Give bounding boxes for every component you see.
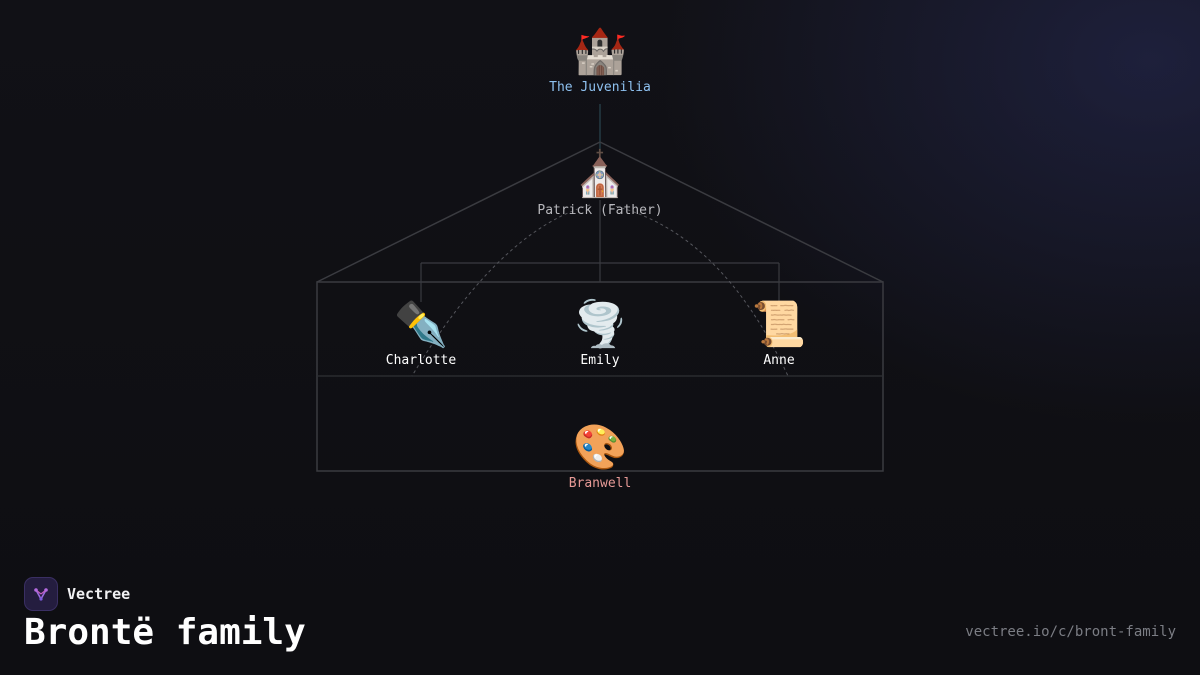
node-label: Branwell (568, 476, 632, 491)
node-patrick[interactable]: ⛪ Patrick (Father) (510, 149, 690, 218)
node-label: The Juvenilia (549, 80, 651, 95)
castle-icon: 🏰 (572, 26, 628, 77)
fountain-pen-icon: ✒️ (393, 299, 449, 350)
roof-left (316, 141, 601, 283)
node-label: Anne (763, 353, 795, 368)
church-icon: ⛪ (572, 149, 628, 200)
dashed-link-left (411, 204, 591, 377)
vectree-logo-icon (24, 577, 58, 611)
artist-palette-icon: 🎨 (572, 422, 628, 473)
page-title: Brontë family (24, 612, 306, 653)
node-the-juvenilia[interactable]: 🏰 The Juvenilia (510, 26, 690, 95)
node-branwell[interactable]: 🎨 Branwell (510, 422, 690, 491)
node-emily[interactable]: 🌪️ Emily (510, 299, 690, 368)
node-anne[interactable]: 📜 Anne (689, 299, 869, 368)
node-label: Charlotte (385, 353, 457, 368)
scroll-icon: 📜 (751, 299, 807, 350)
roof-right (599, 141, 884, 283)
tornado-icon: 🌪️ (572, 299, 628, 350)
brand[interactable]: Vectree (24, 577, 130, 611)
dashed-link-right (609, 204, 789, 377)
node-charlotte[interactable]: ✒️ Charlotte (331, 299, 511, 368)
node-label: Patrick (Father) (537, 203, 663, 218)
brand-name: Vectree (67, 585, 131, 603)
node-label: Emily (580, 353, 620, 368)
share-url[interactable]: vectree.io/c/bront-family (965, 624, 1176, 640)
